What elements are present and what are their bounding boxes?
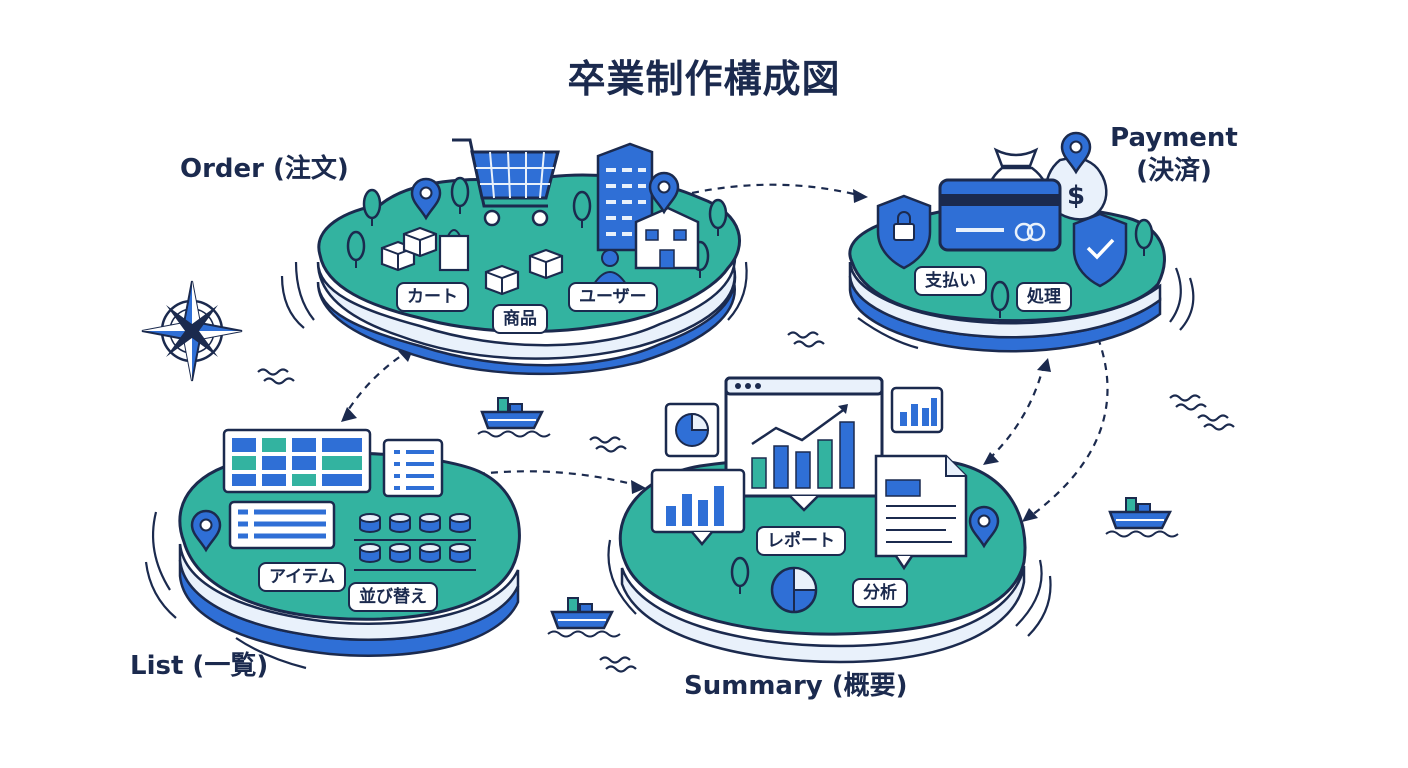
tag-sort: 並び替え — [348, 582, 438, 612]
lock-shield-icon — [876, 194, 932, 270]
ship-icon — [476, 396, 552, 438]
connector-arrows — [344, 183, 1109, 519]
wave-icon — [786, 331, 826, 348]
ship-icon — [1104, 496, 1180, 538]
compass-icon — [141, 280, 243, 382]
building-icon — [596, 142, 700, 270]
tag-user: ユーザー — [568, 282, 658, 312]
ship-icon — [546, 596, 622, 638]
tag-report: レポート — [756, 526, 846, 556]
shopping-cart-icon — [452, 138, 560, 227]
island-label-summary: Summary (概要) — [684, 671, 908, 701]
island-label-list: List (一覧) — [130, 651, 269, 681]
arrow-order-list — [344, 349, 411, 416]
document-icon — [874, 454, 968, 571]
summary-decor — [650, 376, 1000, 614]
arrow-payment-summary — [987, 363, 1046, 461]
user-icon — [592, 249, 628, 285]
list-decor — [190, 428, 476, 571]
pie-chart-icon — [770, 566, 818, 614]
arrow-order-to-payment — [691, 183, 863, 198]
bar-chart-icon — [650, 468, 746, 546]
island-label-payment-en: Payment — [1110, 123, 1238, 153]
wave-icon — [1168, 394, 1208, 411]
wave-icon — [1196, 414, 1236, 431]
tag-processing: 処理 — [1016, 282, 1072, 312]
table-icon — [228, 500, 336, 550]
tag-product: 商品 — [492, 304, 548, 334]
island-label-payment: Payment (決済) — [1096, 122, 1252, 187]
island-label-payment-ja: (決済) — [1136, 155, 1212, 186]
bar-chart-icon — [890, 386, 944, 434]
wave-icon — [256, 368, 296, 385]
box-icon — [380, 226, 564, 296]
payment-decor: $ — [876, 131, 1154, 320]
document-icon — [382, 438, 444, 498]
arrow-list-to-summary — [477, 470, 641, 488]
tag-payment: 支払い — [914, 266, 987, 296]
svg-text:$: $ — [1067, 181, 1085, 211]
island-label-order: Order (注文) — [180, 154, 349, 184]
pie-chart-icon — [664, 402, 720, 458]
check-shield-icon — [1072, 212, 1128, 288]
database-icon — [354, 513, 476, 571]
tag-item: アイテム — [258, 562, 347, 592]
arrow-payment-to-summary — [1027, 337, 1109, 519]
table-icon — [222, 428, 372, 494]
wave-icon — [598, 656, 638, 673]
tag-analysis: 分析 — [852, 578, 908, 608]
order-decor — [346, 138, 728, 296]
credit-card-icon — [938, 178, 1062, 252]
page-title: 卒業制作構成図 — [567, 57, 841, 101]
bar-chart-icon — [724, 376, 884, 512]
wave-icon — [588, 436, 628, 453]
tag-cart: カート — [396, 282, 469, 312]
